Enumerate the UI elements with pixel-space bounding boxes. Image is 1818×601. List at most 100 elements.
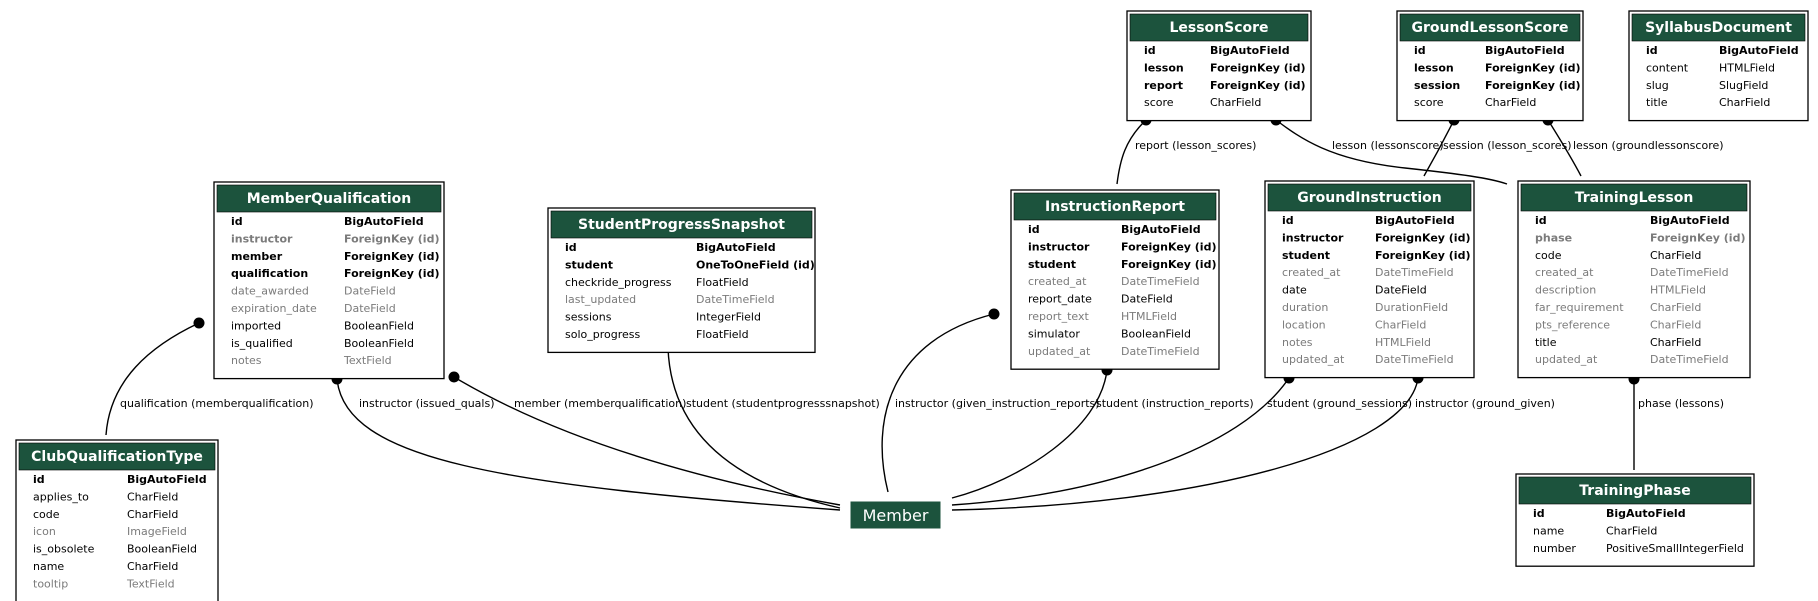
edge-label: lesson (groundlessonscore) [1573, 139, 1724, 152]
field-name: id [565, 241, 577, 254]
field-name: report_text [1028, 310, 1089, 323]
entity-header [1399, 13, 1581, 42]
field-type: BigAutoField [1375, 214, 1455, 227]
entity-title: ClubQualificationType [31, 449, 203, 465]
field-type: HTMLField [1121, 310, 1177, 323]
field-name: solo_progress [565, 328, 641, 341]
field-name: content [1646, 61, 1689, 74]
edge-instructor-given-instruction-reports: instructor (given_instruction_reports) [881, 308, 1100, 493]
field-type: CharField [127, 560, 178, 573]
field-type: CharField [1650, 249, 1701, 262]
edge-student-ground-sessions: student (ground_sessions) [951, 372, 1412, 506]
edge-label: session (lesson_scores) [1443, 139, 1572, 152]
entity-title: MemberQualification [247, 191, 412, 207]
edge-label: lesson (lessonscore) [1332, 139, 1444, 152]
field-name: instructor [1028, 240, 1090, 253]
field-type: ImageField [127, 525, 187, 538]
field-name: duration [1282, 301, 1328, 314]
field-type: CharField [1650, 336, 1701, 349]
field-type: DateTimeField [1375, 353, 1454, 366]
field-type: TextField [126, 577, 175, 590]
field-name: applies_to [33, 490, 89, 503]
field-type: ForeignKey (id) [1121, 240, 1216, 253]
entity-header [1013, 192, 1217, 221]
field-type: BigAutoField [696, 241, 776, 254]
field-type: OneToOneField (id) [696, 258, 815, 271]
field-name: date [1282, 284, 1307, 297]
entity-title: StudentProgressSnapshot [578, 217, 785, 233]
edge-member-memberqualification: member (memberqualification) [448, 371, 841, 506]
field-name: instructor [1282, 231, 1344, 244]
member-node[interactable]: Member [849, 500, 942, 530]
field-name: lesson [1414, 61, 1454, 74]
entity-header [1129, 13, 1309, 42]
field-type: DateField [344, 302, 396, 315]
field-name: code [33, 508, 60, 521]
field-type: CharField [127, 490, 178, 503]
field-type: BigAutoField [127, 473, 207, 486]
field-type: DateTimeField [1650, 353, 1729, 366]
edge-endpoint-dot [193, 317, 205, 329]
field-type: ForeignKey (id) [1210, 61, 1305, 74]
entity-header [216, 184, 442, 213]
field-type: BigAutoField [1606, 507, 1686, 520]
edge-student-studentprogresssnapshot: student (studentprogresssnapshot) [667, 347, 880, 509]
edge-line [951, 377, 1419, 511]
field-name: is_obsolete [33, 543, 95, 556]
field-name: updated_at [1282, 353, 1345, 366]
field-type: ForeignKey (id) [1375, 249, 1470, 262]
field-type: CharField [1375, 318, 1426, 331]
field-type: BigAutoField [1210, 44, 1290, 57]
field-type: CharField [1650, 301, 1701, 314]
field-type: BooleanField [344, 337, 414, 350]
edge-label: report (lesson_scores) [1135, 139, 1256, 152]
field-type: DateField [1375, 284, 1427, 297]
field-name: student [565, 258, 613, 271]
field-type: TextField [343, 354, 392, 367]
field-name: instructor [231, 232, 293, 245]
field-name: report_date [1028, 293, 1092, 306]
field-type: DateTimeField [696, 293, 775, 306]
entity-title: GroundLessonScore [1411, 20, 1568, 36]
field-name: member [231, 250, 283, 263]
entity-title: SyllabusDocument [1645, 20, 1792, 36]
field-type: CharField [1485, 96, 1536, 109]
field-type: BooleanField [127, 543, 197, 556]
edge-line [951, 369, 1108, 499]
field-name: student [1028, 258, 1076, 271]
field-type: HTMLField [1650, 284, 1706, 297]
field-name: date_awarded [231, 285, 309, 298]
field-name: id [1414, 44, 1426, 57]
edge-label: student (studentprogresssnapshot) [686, 397, 880, 410]
field-type: HTMLField [1719, 61, 1775, 74]
field-name: location [1282, 318, 1326, 331]
entity-title: TrainingLesson [1575, 190, 1694, 206]
field-name: tooltip [33, 577, 68, 590]
field-name: name [33, 560, 64, 573]
entity-header [1267, 183, 1472, 212]
field-type: CharField [1210, 96, 1261, 109]
field-type: ForeignKey (id) [1121, 258, 1216, 271]
edge-student-instruction-reports: student (instruction_reports) [951, 364, 1254, 499]
entity-header [18, 442, 216, 471]
field-name: slug [1646, 79, 1669, 92]
field-name: icon [33, 525, 56, 538]
edge-label: instructor (given_instruction_reports) [895, 397, 1100, 410]
field-type: BooleanField [1121, 327, 1191, 340]
field-name: simulator [1028, 327, 1080, 340]
field-name: title [1535, 336, 1557, 349]
field-type: DateTimeField [1121, 345, 1200, 358]
edge-label: phase (lessons) [1638, 397, 1724, 410]
